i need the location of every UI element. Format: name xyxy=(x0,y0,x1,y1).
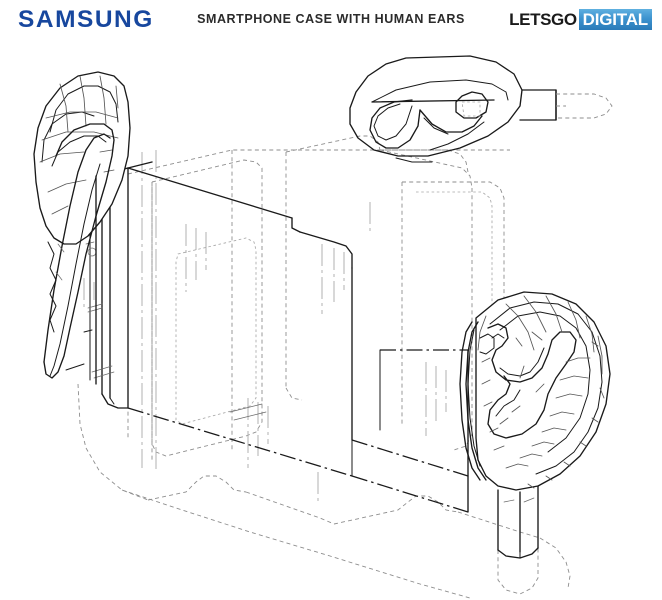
page-title: SMARTPHONE CASE WITH HUMAN EARS xyxy=(197,12,465,26)
case-center-lines xyxy=(83,150,447,502)
watermark-digital-badge: DIGITAL xyxy=(578,9,652,30)
watermark-letsgo-text: LETSGO xyxy=(509,10,577,29)
patent-drawing: .s { fill:none; stroke:#1a1a1a; stroke-w… xyxy=(0,32,662,600)
letsgodigital-watermark: LETSGO DIGITAL xyxy=(509,9,652,30)
right-ear xyxy=(459,291,611,559)
left-ear xyxy=(33,71,131,385)
patent-drawing-svg: .s { fill:none; stroke:#1a1a1a; stroke-w… xyxy=(0,32,662,600)
top-ear-detail xyxy=(349,55,613,163)
samsung-logo: SAMSUNG xyxy=(18,6,154,33)
